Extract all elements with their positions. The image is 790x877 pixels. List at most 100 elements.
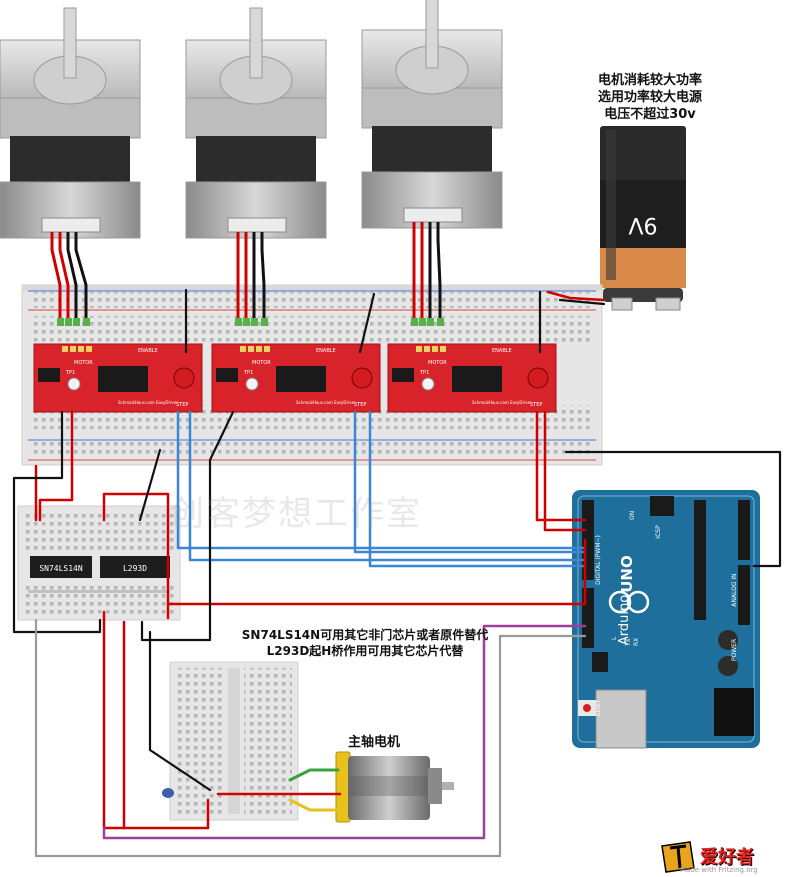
- chip-l293d: L293D: [100, 556, 170, 578]
- wire-red-d3: [543, 410, 587, 532]
- lead-pin: [243, 318, 250, 326]
- battery-note: 电机消耗较大功率 选用功率较大电源 电压不超过30v: [575, 72, 725, 123]
- driver-enable-label: ENABLE: [316, 348, 336, 354]
- battery-note-line: 电压不超过30v: [604, 107, 696, 122]
- battery-label: 9V: [628, 212, 657, 237]
- battery-9v: 9V: [600, 126, 686, 311]
- arduino-analog-label: ANALOG IN: [731, 573, 738, 606]
- wire-red-logic-b: [166, 538, 587, 606]
- reset-button-icon[interactable]: [583, 704, 591, 712]
- stepper-lead-wire: [66, 232, 78, 322]
- arduino-l-label: L: [611, 636, 618, 640]
- driver-tp-label: TP1: [243, 370, 253, 376]
- stepper-lead-wire: [50, 232, 62, 322]
- lead-pin: [73, 318, 80, 326]
- wire-blue-step1: [176, 410, 587, 550]
- wire-red-d2: [535, 410, 587, 522]
- wire-black-spindle: [148, 630, 212, 792]
- wires: [12, 288, 782, 858]
- driver-tp-label: TP1: [65, 370, 75, 376]
- wire-gray: [34, 618, 587, 858]
- lead-pin: [411, 318, 418, 326]
- arduino-logo-icon: [608, 590, 650, 614]
- driver-brand-label: SchmalzHaus.com EasyDriver: [472, 400, 532, 405]
- spindle-motor-label: 主轴电机: [348, 735, 401, 750]
- lead-pin: [251, 318, 258, 326]
- spindle-motor: [335, 751, 454, 823]
- driver-pin: [424, 346, 430, 352]
- driver-pin: [70, 346, 76, 352]
- stepper-motor: [0, 7, 141, 239]
- lead-pin: [57, 318, 64, 326]
- wire-green-motor: [288, 768, 340, 782]
- wire-red-logic-c: [102, 610, 126, 830]
- watermark: 创客梦想工作室: [170, 494, 422, 534]
- arduino-icsp-label: ICSP: [655, 525, 662, 539]
- wire-yellow-motor: [288, 798, 340, 812]
- driver-step-label: STEP: [530, 402, 542, 408]
- arduino-model: UNO: [618, 555, 636, 593]
- arduino-digital-label: DIGITAL (PWM~): [595, 535, 602, 585]
- arduino-power-label: POWER: [731, 639, 738, 661]
- lead-pin: [261, 318, 268, 326]
- chip-l293d-label: L293D: [123, 564, 147, 573]
- lead-pin: [419, 318, 426, 326]
- driver-pin: [86, 346, 92, 352]
- wire-battery-red: [546, 290, 606, 302]
- wire-blue-dir2: [368, 410, 587, 568]
- fritzing-credit: Made with Fritzing.org: [680, 866, 758, 874]
- stepper-lead-wire: [436, 222, 442, 322]
- driver-pin: [62, 346, 68, 352]
- arduino-rx-label: RX: [633, 638, 640, 646]
- lead-pin: [427, 318, 434, 326]
- stepper-motor: [185, 7, 327, 239]
- stepper-leads: [50, 222, 444, 326]
- driver-brand-label: SchmalzHaus.com EasyDriver: [296, 400, 356, 405]
- stepper-lead-wire: [260, 232, 266, 322]
- arduino-on-label: ON: [629, 511, 636, 520]
- lead-pin: [83, 318, 90, 326]
- driver-pin: [240, 346, 246, 352]
- driver-enable-label: ENABLE: [138, 348, 158, 354]
- stepper-motor: [361, 0, 503, 229]
- driver-pin: [264, 346, 270, 352]
- capacitor: [162, 788, 174, 798]
- wire-black-logic: [12, 410, 102, 634]
- logo-text: 爱好者: [700, 847, 754, 868]
- driver-pin: [248, 346, 254, 352]
- wire-blue-step2: [353, 410, 587, 554]
- wire-blue-dir1: [188, 410, 587, 562]
- driver-step-label: STEP: [354, 402, 366, 408]
- wire-red-left: [38, 410, 74, 522]
- wire-red-spindle-a: [122, 620, 210, 830]
- driver-motor-label: MOTOR: [428, 360, 447, 366]
- chip-sn74ls14n-label: SN74LS14N: [39, 564, 83, 573]
- lead-pin: [235, 318, 242, 326]
- driver-pin: [78, 346, 84, 352]
- logic-breadboard: SN74LS14N L293D: [17, 505, 181, 621]
- wire-purple: [102, 624, 587, 840]
- chip-sn74ls14n: SN74LS14N: [30, 556, 92, 578]
- wire-red-logic-a: [102, 492, 170, 620]
- wire-black-d-top2: [358, 292, 376, 354]
- driver-brand-label: SchmalzHaus.com EasyDriver: [118, 400, 178, 405]
- chip-note-line: L293D起H桥作用可用其它芯片代替: [266, 644, 464, 658]
- arduino-reset-label: RESET: [596, 699, 602, 716]
- stepper-lead-wire: [74, 232, 88, 322]
- driver-pin: [416, 346, 422, 352]
- lead-pin: [65, 318, 72, 326]
- chip-note: SN74LS14N可用其它非门芯片或者原件替代 L293D起H桥作用可用其它芯片…: [200, 627, 530, 659]
- stepper-lead-wire: [58, 232, 70, 322]
- arduino-uno: Arduino UNO DIGITAL (PWM~) ANALOG IN POW…: [572, 490, 760, 749]
- driver-pin: [440, 346, 446, 352]
- driver-tp-label: TP1: [419, 370, 429, 376]
- driver-enable-label: ENABLE: [492, 348, 512, 354]
- wire-battery-black: [558, 298, 606, 306]
- logo-icon: [661, 841, 695, 873]
- battery-note-line: 电机消耗较大功率: [597, 73, 702, 88]
- driver-pin: [256, 346, 262, 352]
